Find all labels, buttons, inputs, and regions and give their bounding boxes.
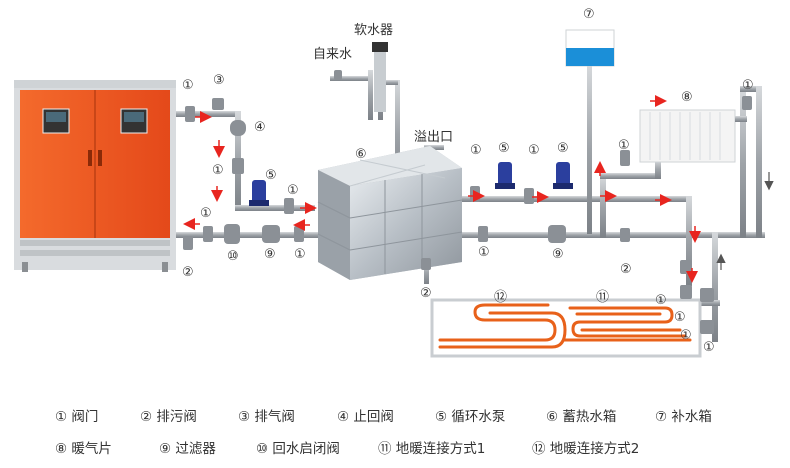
legend-item-11: ⑪ 地暖连接方式1 [378,441,486,457]
marker-valve: ① [655,293,667,308]
marker-valve: ① [287,183,299,198]
marker-valve: ① [478,245,490,260]
marker-pump: ⑤ [498,141,510,156]
marker-valve: ① [680,328,692,343]
marker-filter: ⑨ [552,247,564,262]
legend-item-6: ⑥ 蓄热水箱 [546,409,617,425]
legend-item-5: ⑤ 循环水泵 [435,409,506,425]
legend-item-3: ③ 排气阀 [238,409,295,425]
marker-return-valve: ⑩ [227,249,239,264]
marker-air-vent: ③ [213,73,225,88]
legend-item-1: ① 阀门 [55,409,99,425]
marker-valve: ① [212,163,224,178]
marker-valve: ① [618,138,630,153]
marker-pump: ⑤ [557,141,569,156]
legend-item-4: ④ 止回阀 [337,409,394,425]
legend-item-12: ⑫ 地暖连接方式2 [532,441,640,457]
overflow-label: 溢出口 [414,130,454,145]
electric-boiler [14,80,176,272]
marker-pump: ⑤ [265,168,277,183]
return-arrows [716,172,774,270]
valves [183,70,752,334]
marker-drain-valve: ② [182,265,194,280]
legend-item-10: ⑩ 回水启闭阀 [256,441,340,457]
floor-heating-coils [430,298,702,358]
marker-radiator: ⑧ [681,90,693,105]
marker-floor-heating-1: ⑪ [596,290,610,305]
marker-valve: ① [742,78,754,93]
marker-storage-tank: ⑥ [355,147,367,162]
softener-label: 软水器 [354,23,394,38]
marker-valve: ① [200,206,212,221]
legend-item-2: ② 排污阀 [140,409,197,425]
marker-floor-heating-2: ⑫ [494,290,508,305]
legend-row-1: ① 阀门 [55,405,98,425]
legend-item-9: ⑨ 过滤器 [159,441,216,457]
marker-makeup-tank: ⑦ [583,7,595,22]
marker-valve: ① [294,247,306,262]
marker-valve: ① [703,340,715,355]
legend-item-7: ⑦ 补水箱 [655,409,712,425]
marker-valve: ① [182,78,194,93]
marker-valve: ① [528,143,540,158]
marker-valve: ① [470,143,482,158]
marker-check-valve: ④ [254,120,266,135]
heat-storage-tank [317,146,463,280]
tap-water-label: 自来水 [313,47,353,62]
radiator [639,109,747,163]
circulation-pumps [249,162,573,206]
flow-arrows [183,95,701,283]
marker-filter: ⑨ [264,247,276,262]
marker-valve: ① [674,310,686,325]
makeup-water-tank [565,29,615,67]
marker-drain-valve: ② [620,262,632,277]
water-softener [372,42,388,112]
marker-drain-valve: ② [420,286,432,301]
legend-item-8: ⑧ 暖气片 [55,441,112,457]
